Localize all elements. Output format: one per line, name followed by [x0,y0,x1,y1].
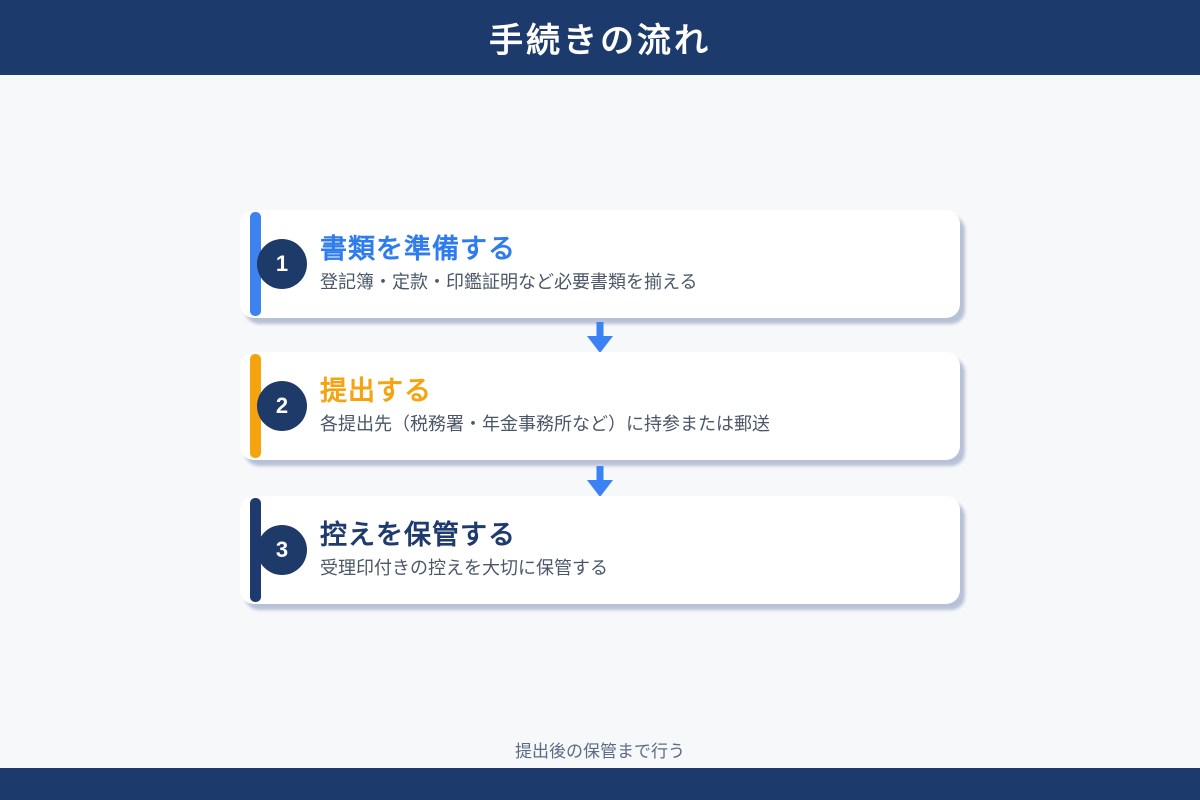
step-content: 書類を準備する 登記簿・定款・印鑑証明など必要書類を揃える [320,233,698,293]
step-content: 提出する 各提出先（税務署・年金事務所など）に持参または郵送 [320,375,770,435]
page-title: 手続きの流れ [489,22,711,60]
step-description: 登記簿・定款・印鑑証明など必要書類を揃える [320,271,698,292]
footer-caption: 提出後の保管まで行う [515,742,685,761]
step-number-badge: 1 [257,239,307,289]
step-description: 各提出先（税務署・年金事務所など）に持参または郵送 [320,413,770,434]
step-card-1: 1 書類を準備する 登記簿・定款・印鑑証明など必要書類を揃える [240,210,960,318]
step-accent-bar [250,212,261,316]
bottom-bar [0,768,1200,800]
arrow-down-icon [583,466,617,498]
step-title: 控えを保管する [320,519,516,550]
step-number: 3 [275,537,289,562]
step-accent-bar [250,498,261,602]
step-title: 書類を準備する [320,233,516,264]
step-title: 提出する [320,375,432,406]
step-number: 2 [275,393,289,418]
step-card-2: 2 提出する 各提出先（税務署・年金事務所など）に持参または郵送 [240,352,960,460]
step-accent-bar [250,354,261,458]
step-description: 受理印付きの控えを大切に保管する [320,557,608,578]
step-content: 控えを保管する 受理印付きの控えを大切に保管する [320,519,608,579]
header-bar: 手続きの流れ [0,0,1200,75]
arrow-down-icon [583,322,617,354]
step-number-badge: 2 [257,381,307,431]
step-card-3: 3 控えを保管する 受理印付きの控えを大切に保管する [240,496,960,604]
step-number-badge: 3 [257,525,307,575]
step-number: 1 [275,251,289,276]
